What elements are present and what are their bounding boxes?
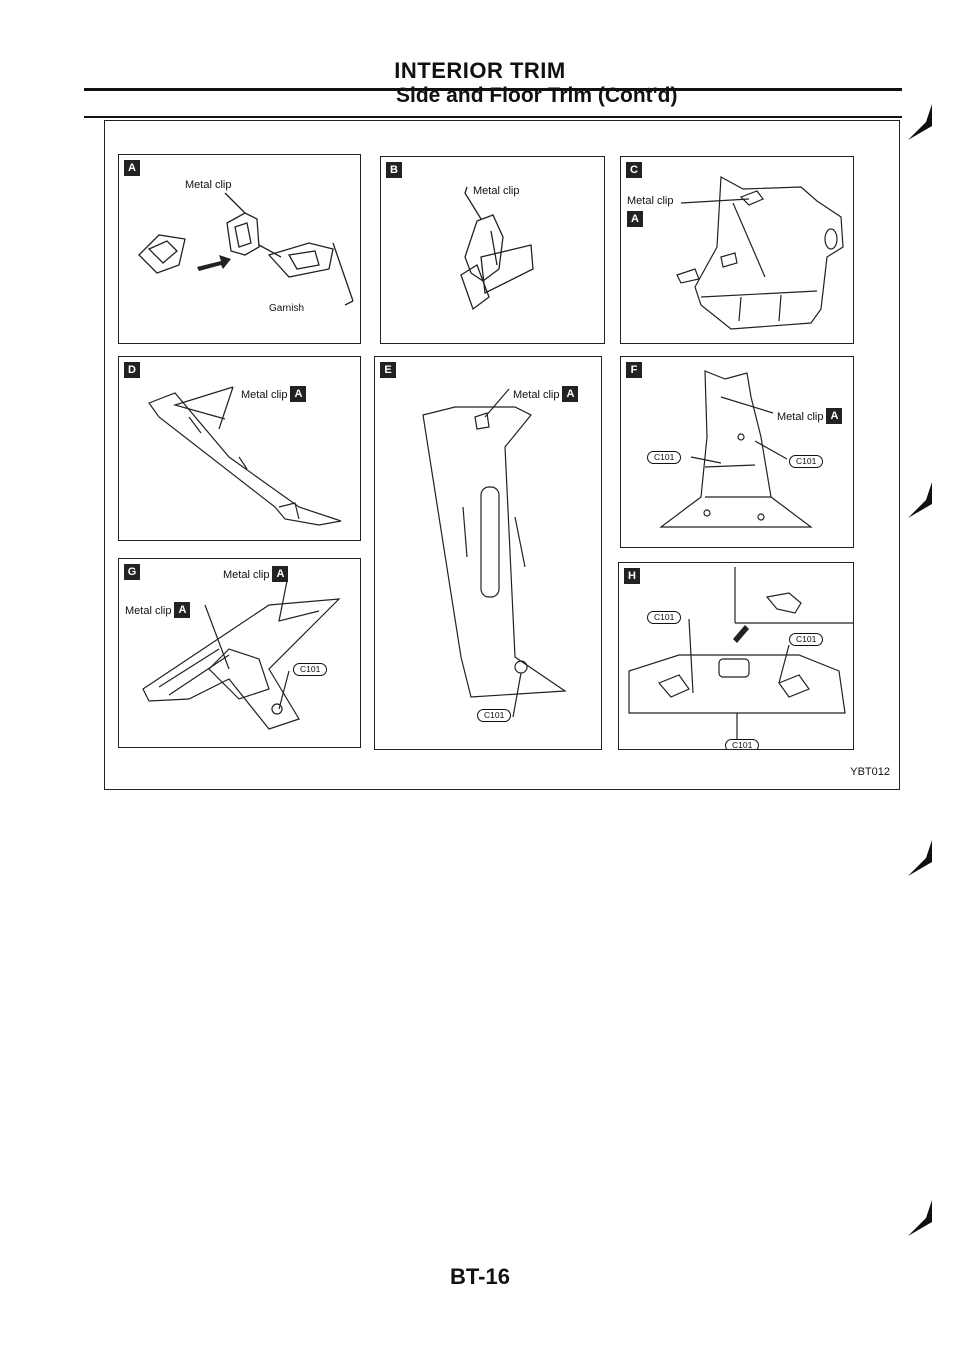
trim-panel-illustration xyxy=(676,176,844,330)
metal-clip-text: Metal clip xyxy=(513,388,560,401)
ref-badge-a: A xyxy=(826,408,843,424)
ref-badge-a: A xyxy=(272,566,289,582)
panel-badge-d: D xyxy=(124,362,140,378)
subtitle-rule xyxy=(84,116,902,118)
clip-code-c101-right: C101 xyxy=(789,633,824,646)
clip-garnish-illustration xyxy=(138,192,354,306)
panel-badge-c: C xyxy=(626,162,642,178)
metal-clip-label: Metal clip xyxy=(627,195,674,207)
panel-badge-f: F xyxy=(626,362,642,378)
section-title: INTERIOR TRIM xyxy=(394,58,566,83)
clip-code-c101-left: C101 xyxy=(647,611,682,624)
rear-pillar-illustration xyxy=(659,370,813,528)
margin-mark xyxy=(908,104,932,140)
metal-clip-label: Metal clip xyxy=(473,185,520,197)
panel-b: B Metal clip xyxy=(380,156,605,344)
ref-badge-a: A xyxy=(174,602,191,618)
metal-clip-label: Metal clip xyxy=(185,179,232,191)
figure-frame xyxy=(104,120,900,790)
pillar-trim-illustration xyxy=(148,386,342,526)
panel-badge-g: G xyxy=(124,564,140,580)
clip-code-c101-right: C101 xyxy=(789,455,824,468)
clip-code-c101: C101 xyxy=(477,709,512,722)
page-number: BT-16 xyxy=(450,1264,510,1289)
clip-illustration xyxy=(460,186,534,311)
metal-clip-text: Metal clip xyxy=(241,388,288,401)
panel-badge-b: B xyxy=(386,162,402,178)
clip-code-c101-left: C101 xyxy=(647,451,682,464)
margin-mark xyxy=(908,1200,932,1236)
metal-clip-text: Metal clip xyxy=(777,410,824,423)
metal-clip-text: Metal clip xyxy=(125,604,172,617)
clip-code-c101-bottom: C101 xyxy=(725,739,760,749)
ref-badge-a: A xyxy=(562,386,579,402)
clip-code-c101: C101 xyxy=(293,663,328,676)
rear-side-trim-illustration xyxy=(142,580,341,730)
panel-badge-a: A xyxy=(124,160,140,176)
page-subtitle: Side and Floor Trim (Cont'd) xyxy=(396,84,678,107)
figure-code: YBT012 xyxy=(850,766,890,778)
ref-badge-a: A xyxy=(290,386,307,402)
panel-badge-e: E xyxy=(380,362,396,378)
garnish-label: Garnish xyxy=(269,303,305,314)
panel-c: C Metal clip A xyxy=(620,156,854,344)
parcel-shelf-illustration xyxy=(628,567,853,739)
ref-badge-a: A xyxy=(627,211,643,227)
panel-h: H C101 C101 C101 xyxy=(618,562,854,750)
header-rule xyxy=(84,88,902,91)
margin-mark xyxy=(908,482,932,518)
panel-a: A Metal clip Garnish xyxy=(118,154,361,344)
center-pillar-illustration xyxy=(422,388,567,718)
panel-badge-h: H xyxy=(624,568,640,584)
metal-clip-text: Metal clip xyxy=(223,568,270,581)
margin-mark xyxy=(908,840,932,876)
